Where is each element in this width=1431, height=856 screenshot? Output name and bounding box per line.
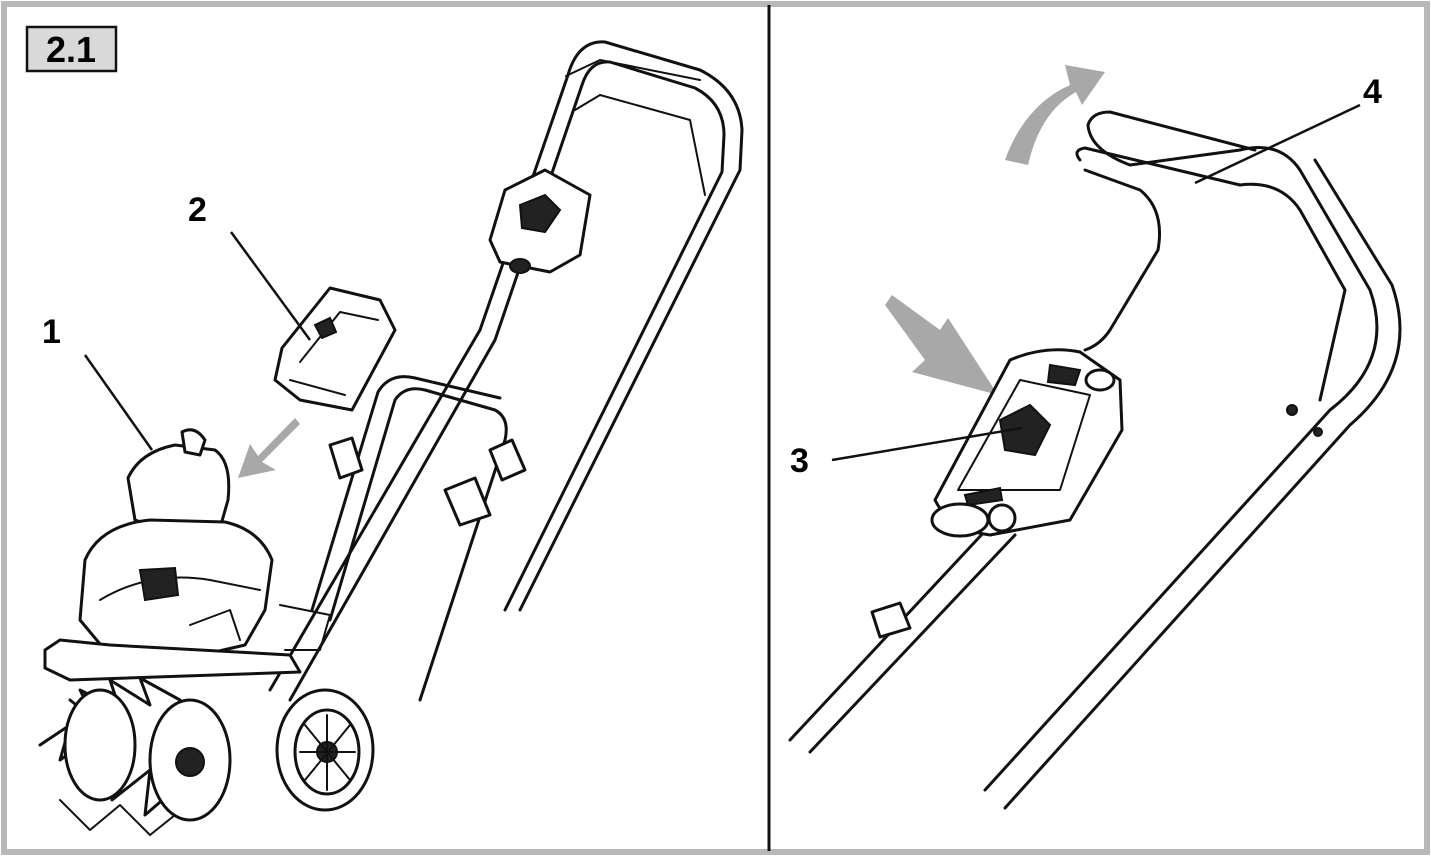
callout-2-leader: [229, 231, 312, 341]
left-panel: 1 2: [38, 40, 744, 836]
callout-2: 2: [188, 191, 312, 341]
right-panel: 3 4: [788, 65, 1402, 810]
callout-4: 4: [1194, 73, 1382, 185]
push-arrow: [885, 295, 998, 395]
figure-badge-box: [25, 25, 118, 73]
control-box-closeup: [930, 348, 1124, 538]
callout-1-label: 1: [42, 313, 61, 351]
handle-clamps: [328, 436, 527, 527]
callout-3: 3: [790, 426, 1023, 480]
callout-3-label: 3: [790, 442, 809, 480]
insert-arrow: [238, 418, 300, 478]
battery-pack: [273, 286, 397, 412]
motor-housing: [43, 428, 331, 682]
tiller-tines: [38, 676, 232, 836]
figure-badge: 2.1: [25, 25, 118, 73]
callout-4-label: 4: [1363, 73, 1382, 111]
figure-badge-label: 2.1: [46, 29, 96, 70]
tiller-control-box: [488, 168, 592, 274]
callout-1: 1: [42, 313, 154, 451]
tiller-wheel: [275, 688, 375, 812]
callout-3-leader: [831, 426, 1023, 462]
callout-4-leader: [1194, 103, 1361, 185]
tiller-handle: [268, 40, 744, 702]
callout-1-leader: [83, 354, 154, 451]
handle-closeup: [788, 110, 1402, 810]
callout-2-label: 2: [188, 191, 207, 229]
rotate-arrow: [1005, 65, 1105, 165]
